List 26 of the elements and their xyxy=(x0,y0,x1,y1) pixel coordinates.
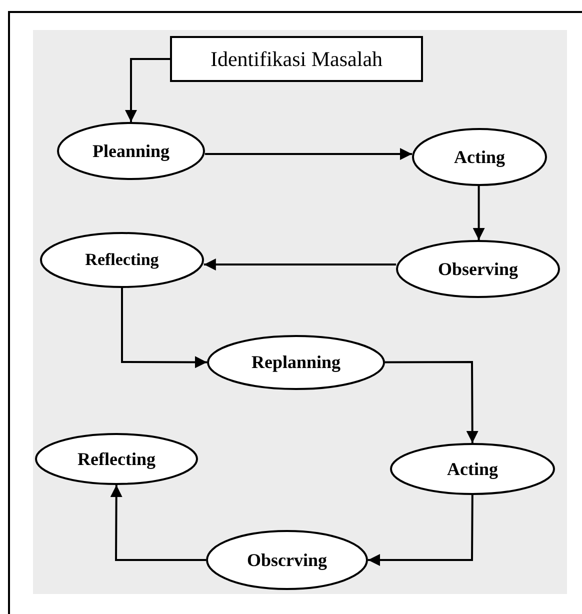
process-ellipse xyxy=(40,232,204,288)
process-ellipse xyxy=(206,530,368,590)
arrow xyxy=(125,58,170,122)
process-ellipse xyxy=(412,128,547,186)
process-ellipse xyxy=(207,335,385,390)
arrow xyxy=(368,495,474,566)
arrow xyxy=(472,186,485,240)
step-label: Replanning xyxy=(251,352,341,373)
step-label: Obscrving xyxy=(246,550,327,570)
process-ellipse xyxy=(57,122,205,180)
step-label: Observing xyxy=(438,258,518,280)
step-label: Acting xyxy=(447,458,498,480)
arrow xyxy=(110,485,206,561)
arrow xyxy=(121,288,207,368)
step-label: Pleanning xyxy=(92,140,170,162)
process-ellipse xyxy=(390,443,555,495)
arrow xyxy=(204,258,396,270)
start-box xyxy=(170,36,423,82)
arrow xyxy=(385,361,478,443)
step-label: Identifikasi Masalah xyxy=(210,46,383,72)
step-label: Acting xyxy=(454,146,505,168)
step-label: Reflecting xyxy=(85,250,159,270)
process-ellipse xyxy=(396,240,560,298)
process-ellipse xyxy=(35,433,198,485)
arrow xyxy=(205,148,412,160)
step-label: Reflecting xyxy=(78,448,156,470)
